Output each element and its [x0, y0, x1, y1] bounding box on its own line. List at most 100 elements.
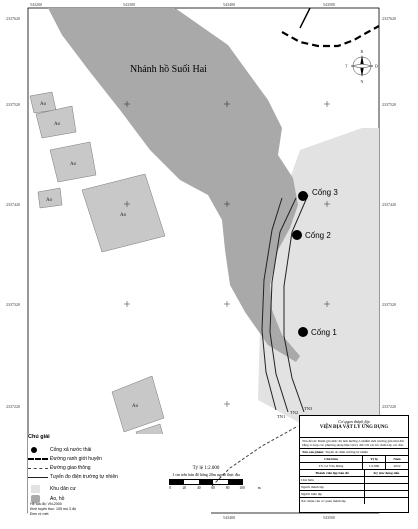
map-name: Tuyến đo điện trường tự nhiên	[325, 450, 368, 454]
survey-line-tn1	[261, 197, 283, 411]
district-boundary	[281, 25, 380, 48]
legend-title: Chú giải	[28, 434, 50, 440]
pond	[49, 141, 97, 183]
right-tick: 2337620	[382, 16, 396, 21]
right-tick: 2337220	[382, 404, 396, 409]
grid-header: Chủ biên	[300, 456, 363, 462]
pond	[111, 375, 165, 433]
scale-number: 60	[211, 486, 215, 490]
survey-line-icon	[28, 474, 50, 480]
legend-item-pond: Ao, hồ	[28, 495, 64, 504]
outlet-marker-3	[298, 191, 308, 201]
map-name-label: Tên sản phẩm:	[302, 450, 325, 454]
left-tick: 2337220	[6, 404, 20, 409]
role: Người biên tập	[300, 491, 365, 497]
chief-editor: TS. Lê Văn Dũng	[300, 463, 363, 469]
residential-area-icon	[28, 485, 50, 493]
compass-needle-ew	[350, 63, 374, 69]
outlets: Cống 3 Cống 2 Cống 1	[292, 188, 338, 337]
legend-item-road: Đường giao thông	[28, 465, 91, 473]
map-metadata: Hệ tọa độ: VN-2000 Kinh tuyến trục: 105 …	[30, 502, 76, 517]
role: Người thành lập	[300, 484, 365, 490]
road-icon	[28, 465, 50, 471]
compass-rose: B N Đ T	[345, 49, 378, 84]
river-label: Nhánh hồ Suối Hai	[130, 64, 207, 75]
editor-header: Thành viên lập bản đồ	[300, 470, 365, 476]
role-row: Xác nhận của cơ quan thành lập	[300, 498, 408, 504]
right-tick: 2337420	[382, 202, 396, 207]
pond-icon	[28, 495, 50, 503]
pond-label: Ao	[54, 122, 61, 127]
map-name-row: Tên sản phẩm: Tuyến đo điện trường tự nh…	[300, 449, 408, 456]
top-tick: 543500	[323, 2, 335, 7]
scale-unit: m	[257, 486, 261, 490]
sign-header: Ký tên/ đóng dấu	[373, 471, 400, 475]
survey-line-tn2	[269, 197, 297, 413]
meta-line: Kinh tuyến trục: 105 mú 3 độ	[30, 507, 76, 511]
role: Chủ biên	[300, 477, 365, 483]
legend: Chú giải Cống xả nước thải Đường ranh gi…	[28, 434, 211, 522]
river-branch	[48, 8, 300, 362]
role-row: Người biên tập	[300, 491, 408, 498]
grid-header: Tỷ lệ	[363, 456, 386, 462]
line-tag-tn2: TN2	[290, 410, 298, 415]
topic-line: Tên đề tài: Đánh giá mức độ ảnh hưởng ô …	[300, 438, 408, 449]
title-block: Cơ quan thành lập VIỆN ĐỊA VẬT LÝ ỨNG DỤ…	[299, 415, 409, 513]
survey-line-tn3	[283, 194, 309, 413]
role-row: Người thành lập	[300, 484, 408, 491]
scale-number: 20	[182, 486, 187, 490]
scale-bar	[169, 479, 243, 485]
title-block-sign-head: Thành viên lập bản đồ Ký tên/ đóng dấu	[300, 470, 408, 477]
role: Xác nhận của cơ quan thành lập	[300, 498, 365, 504]
legend-item-residential: Khu dân cư	[28, 485, 76, 494]
survey-lines	[261, 194, 309, 413]
top-tick: 543200	[30, 2, 42, 7]
title-block-header: Cơ quan thành lập VIỆN ĐỊA VẬT LÝ ỨNG DỤ…	[300, 419, 408, 438]
scale-block: Tỷ lệ 1:2.000 1 cm trên bản đồ bằng 20m …	[150, 466, 262, 491]
right-tick: 2337320	[382, 302, 396, 307]
line-tag-tn1: TN1	[277, 414, 285, 419]
outlet-label-1: Cống 1	[311, 328, 337, 337]
scale-number: 100	[239, 486, 245, 490]
legend-item-survey-line: Tuyến đo điện trường tự nhiên	[28, 474, 118, 482]
grid-crosses	[124, 101, 330, 407]
compass-south: N	[361, 79, 364, 84]
meta-line: Hệ tọa độ: VN-2000	[30, 502, 62, 506]
legend-item-outlet: Cống xả nước thải	[28, 447, 91, 455]
left-tick: 2337620	[6, 16, 20, 21]
top-tick: 543400	[223, 2, 235, 7]
bottom-tick: 543400	[223, 515, 235, 520]
grid-header: Năm	[393, 457, 401, 461]
outlet-marker-1	[298, 327, 308, 337]
pond-label: Ao	[46, 198, 53, 203]
line-tag-tn3: TN3	[304, 406, 313, 411]
left-tick: 2337520	[6, 102, 20, 107]
left-tick: 2337320	[6, 302, 20, 307]
meta-line: Đơn vị: mét	[30, 512, 49, 516]
scale-number: 40	[197, 486, 201, 490]
pond	[37, 187, 63, 209]
left-tick: 2337420	[6, 202, 20, 207]
compass-east: Đ	[375, 64, 378, 69]
outlet-dot-icon	[28, 447, 50, 453]
scale-number: 0	[169, 486, 171, 490]
top-tick: 543300	[123, 2, 135, 7]
compass-north: B	[361, 49, 364, 54]
pond	[81, 173, 166, 253]
outlet-marker-2	[292, 230, 302, 240]
scale-ratio: Tỷ lệ 1:2.000	[192, 466, 220, 471]
agency-label: Cơ quan thành lập	[338, 419, 370, 424]
legend-item-boundary: Đường ranh giới huyện	[28, 456, 102, 464]
scale-note: 1 cm trên bản đồ bằng 20m ngoài thực địa	[172, 472, 240, 477]
year-value: 2022	[393, 464, 401, 468]
outlet-label-3: Cống 3	[312, 188, 338, 197]
pond-label: Ao	[120, 213, 127, 218]
title-block-grid-head: Chủ biên Tỷ lệ Năm	[300, 456, 408, 463]
district-boundary	[299, 7, 311, 29]
pond-label: Ao	[132, 404, 139, 409]
pond	[35, 105, 77, 139]
pond-label: Ao	[40, 102, 47, 107]
compass-west: T	[345, 64, 348, 69]
scale-number: 80	[225, 486, 230, 490]
